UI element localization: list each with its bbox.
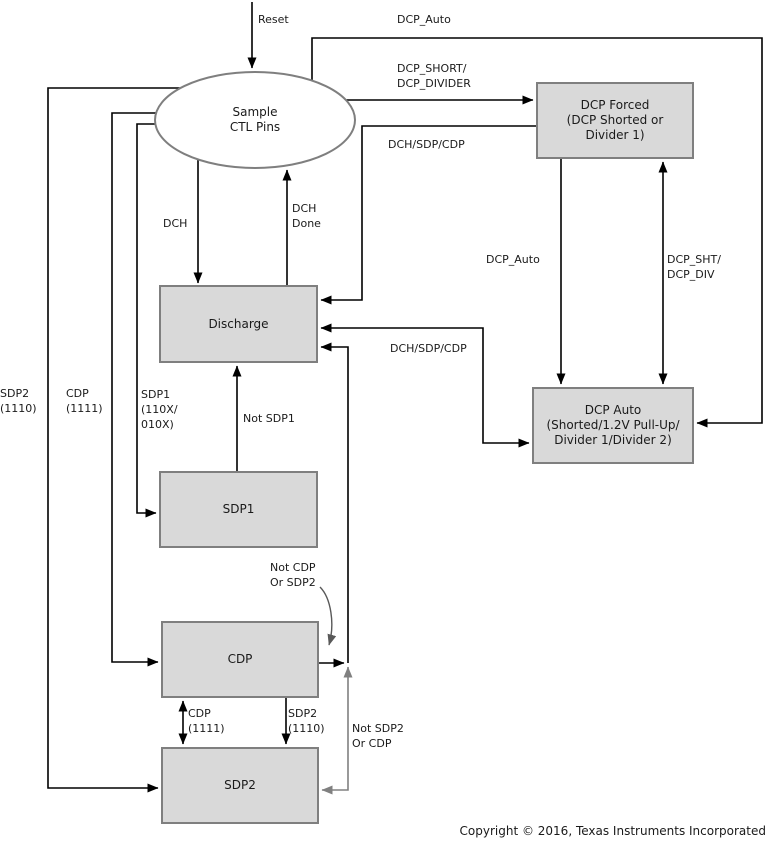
dcp-auto-node — [532, 387, 694, 464]
edge-sample-to-dcpauto — [311, 37, 763, 428]
dcp-forced-node — [536, 82, 694, 159]
dch-edge-label: DCH — [163, 217, 188, 230]
edge-junction-to-discharge — [320, 342, 349, 663]
edge-sample-to-sdp2 — [47, 87, 181, 793]
edge-sample-to-cdp — [111, 112, 159, 667]
sample-ctl-pins-label: Sample CTL Pins — [229, 105, 281, 134]
cdp-1111-mid-edge-label: CDP (1111) — [188, 707, 225, 735]
dcp-forced-label: DCP Forced (DCP Shorted or Divider 1) — [566, 98, 664, 142]
sdp2-1110-mid-edge-label: SDP2 (1110) — [288, 707, 325, 735]
sdp2-label: SDP2 — [224, 778, 256, 792]
edge-discharge-dcpauto — [320, 323, 530, 448]
not-cdp-or-sdp2-edge-label: Not CDP Or SDP2 — [270, 561, 316, 589]
edge-notcdp-callout — [319, 586, 337, 646]
edge-dcpforced-to-discharge — [320, 125, 537, 305]
dcp-auto-label: DCP Auto (Shorted/1.2V Pull-Up/ Divider … — [546, 403, 680, 447]
dcp-auto-mid-edge-label: DCP_Auto — [486, 253, 540, 266]
not-sdp1-edge-label: Not SDP1 — [243, 412, 295, 425]
dch-sdp-cdp-mid-edge-label: DCH/SDP/CDP — [390, 342, 467, 355]
sdp2-1110-left-edge-label: SDP2 (1110) — [0, 387, 37, 415]
reset-edge-label: Reset — [258, 13, 289, 26]
dch-sdp-cdp-top-edge-label: DCH/SDP/CDP — [388, 138, 465, 151]
dcp-short-divider-edge-label: DCP_SHORT/ DCP_DIVIDER — [397, 62, 471, 90]
sdp2-node — [161, 747, 319, 824]
dch-done-edge-label: DCH Done — [292, 202, 321, 230]
dcp-sht-div-edge-label: DCP_SHT/ DCP_DIV — [667, 253, 721, 281]
copyright-text: Copyright © 2016, Texas Instruments Inco… — [459, 824, 766, 838]
sdp1-label: SDP1 — [222, 502, 255, 516]
dcp-auto-top-edge-label: DCP_Auto — [397, 13, 451, 26]
edge-sample-to-sdp1 — [136, 123, 157, 518]
sdp1-110x-edge-label: SDP1 (110X/ 010X) — [141, 388, 178, 431]
discharge-node — [159, 285, 318, 363]
not-sdp2-or-cdp-edge-label: Not SDP2 Or CDP — [352, 722, 404, 750]
edge-sdp2-return — [321, 666, 353, 795]
cdp-1111-left-edge-label: CDP (1111) — [66, 387, 103, 415]
cdp-node — [161, 621, 319, 698]
sample-ctl-pins-node — [154, 71, 356, 169]
sdp1-node — [159, 471, 318, 548]
discharge-label: Discharge — [208, 316, 269, 331]
cdp-label: CDP — [227, 652, 253, 666]
